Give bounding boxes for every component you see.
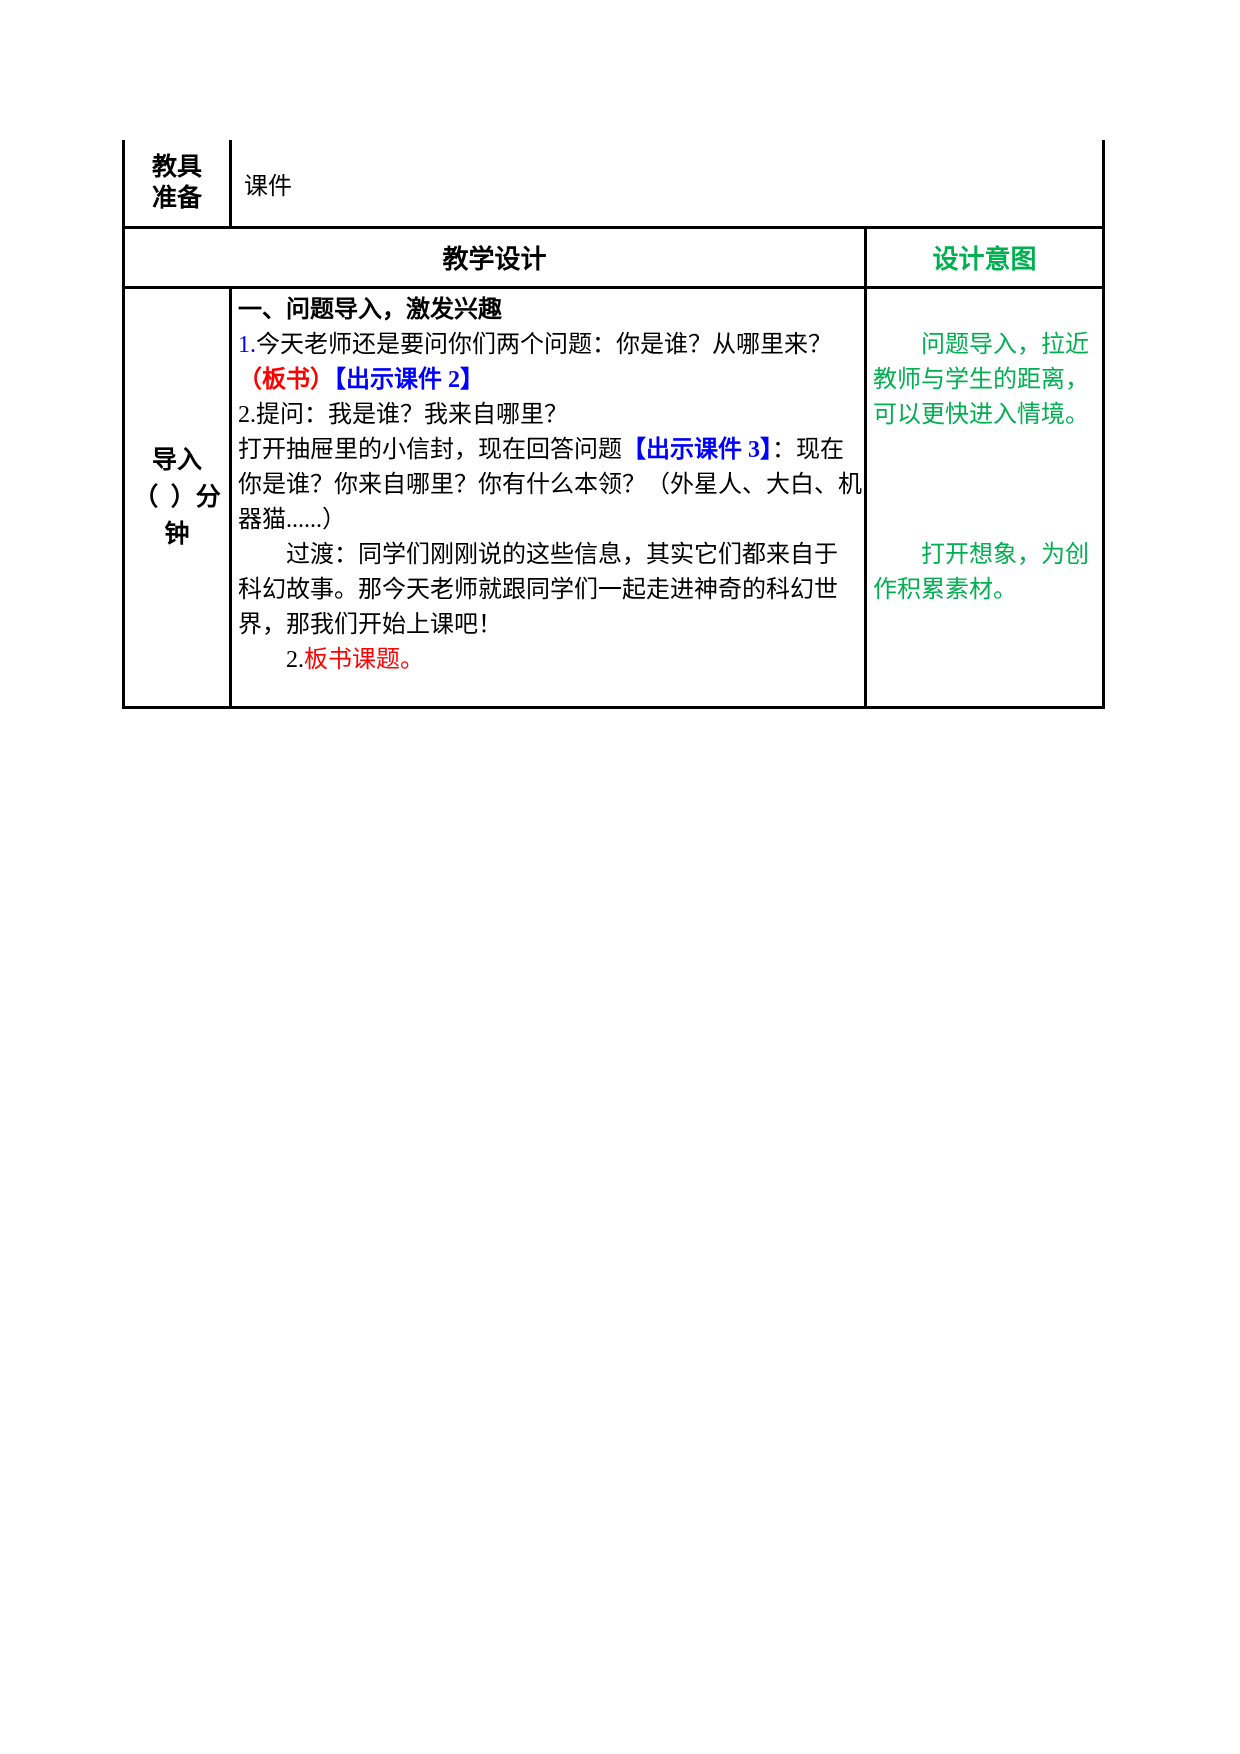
prep-row: 教具 准备 课件: [122, 140, 1105, 229]
boardwork-note: （板书）: [238, 367, 334, 393]
lesson-text: 2.提问：我是谁？我来自哪里？: [238, 402, 568, 428]
lesson-line: 过渡：同学们刚刚说的这些信息，其实它们都来自于: [238, 538, 862, 573]
lesson-text: 你是谁？你来自哪里？你有什么本领？（外星人、大白、机: [238, 472, 862, 498]
intent-note-line: 问题导入，拉近: [921, 332, 1089, 358]
intent-note-line: 可以更快进入情境。: [873, 402, 1089, 428]
lesson-line: 你是谁？你来自哪里？你有什么本领？（外星人、大白、机: [238, 468, 862, 503]
intent-notes: 问题导入，拉近 教师与学生的距离， 可以更快进入情境。 打开想象，为创 作积累素…: [869, 291, 1101, 609]
prep-value: 课件: [244, 173, 292, 200]
lesson-line: （板书）【出示课件 2】: [238, 363, 862, 398]
courseware-ref: 【出示课件 2】: [334, 367, 484, 393]
lesson-line: 打开抽屉里的小信封，现在回答问题【出示课件 3】：现在: [238, 433, 862, 468]
design-header-cell: 教学设计: [122, 226, 867, 289]
lesson-text: 过渡：同学们刚刚说的这些信息，其实它们都来自于: [286, 542, 838, 568]
lesson-content: 一、问题导入，激发兴趣 1.今天老师还是要问你们两个问题：你是谁？从哪里来？ （…: [234, 291, 863, 679]
lesson-text: 科幻故事。那今天老师就跟同学们一起走进神奇的科幻世: [238, 577, 838, 603]
lesson-line: 2.提问：我是谁？我来自哪里？: [238, 398, 862, 433]
lesson-text: ：现在: [772, 437, 844, 463]
intro-row: 导入 （ ）分 钟 一、问题导入，激发兴趣 1.今天老师还是要问你们两个问题：你…: [122, 286, 1105, 709]
intent-note-line: 作积累素材。: [873, 577, 1017, 603]
prep-label-line2: 准备: [151, 185, 202, 212]
intent-header: 设计意图: [932, 245, 1037, 274]
lesson-text: 今天老师还是要问你们两个问题：你是谁？从哪里来？: [256, 332, 832, 358]
prep-label-line1: 教具: [151, 154, 202, 181]
prep-label: 教具 准备: [127, 140, 228, 225]
prep-label-cell: 教具 准备: [122, 140, 232, 229]
prep-value-cell: 课件: [229, 140, 1105, 229]
intent-note: 问题导入，拉近 教师与学生的距离， 可以更快进入情境。: [873, 328, 1099, 433]
lesson-line: 2.板书课题。: [238, 643, 862, 678]
stage-line2: （ ）分: [133, 484, 221, 511]
stage-label: 导入 （ ）分 钟: [127, 291, 228, 705]
lesson-text: 打开抽屉里的小信封，现在回答问题: [238, 437, 622, 463]
boardwork-note: 板书课题。: [304, 647, 424, 673]
intent-note: 打开想象，为创 作积累素材。: [873, 538, 1099, 608]
header-row: 教学设计 设计意图: [122, 226, 1105, 289]
lesson-plan-table: 教具 准备 课件 教学设计 设计意图 导入 （ ）分 钟 一、问题导入，激发: [122, 140, 1105, 709]
step-number: 1.: [238, 332, 256, 358]
lesson-line: 界，那我们开始上课吧！: [238, 608, 862, 643]
stage-cell: 导入 （ ）分 钟: [122, 286, 232, 709]
lesson-text: 器猫......）: [238, 507, 346, 533]
intent-note-line: 教师与学生的距离，: [873, 367, 1089, 393]
lesson-line: 器猫......）: [238, 503, 862, 538]
design-header: 教学设计: [442, 245, 547, 274]
intent-notes-cell: 问题导入，拉近 教师与学生的距离， 可以更快进入情境。 打开想象，为创 作积累素…: [864, 286, 1105, 709]
intent-header-cell: 设计意图: [864, 226, 1105, 289]
intent-note-line: 打开想象，为创: [921, 542, 1089, 568]
stage-line1: 导入: [151, 447, 202, 474]
lesson-line: 一、问题导入，激发兴趣: [238, 293, 862, 328]
lesson-line: 科幻故事。那今天老师就跟同学们一起走进神奇的科幻世: [238, 573, 862, 608]
courseware-ref: 【出示课件 3】: [622, 437, 772, 463]
lesson-text: 界，那我们开始上课吧！: [238, 612, 502, 638]
lesson-line: 1.今天老师还是要问你们两个问题：你是谁？从哪里来？: [238, 328, 862, 363]
stage-line3: 钟: [164, 521, 190, 548]
lesson-content-cell: 一、问题导入，激发兴趣 1.今天老师还是要问你们两个问题：你是谁？从哪里来？ （…: [229, 286, 867, 709]
section-title: 一、问题导入，激发兴趣: [238, 297, 502, 323]
step-number: 2.: [286, 647, 304, 673]
